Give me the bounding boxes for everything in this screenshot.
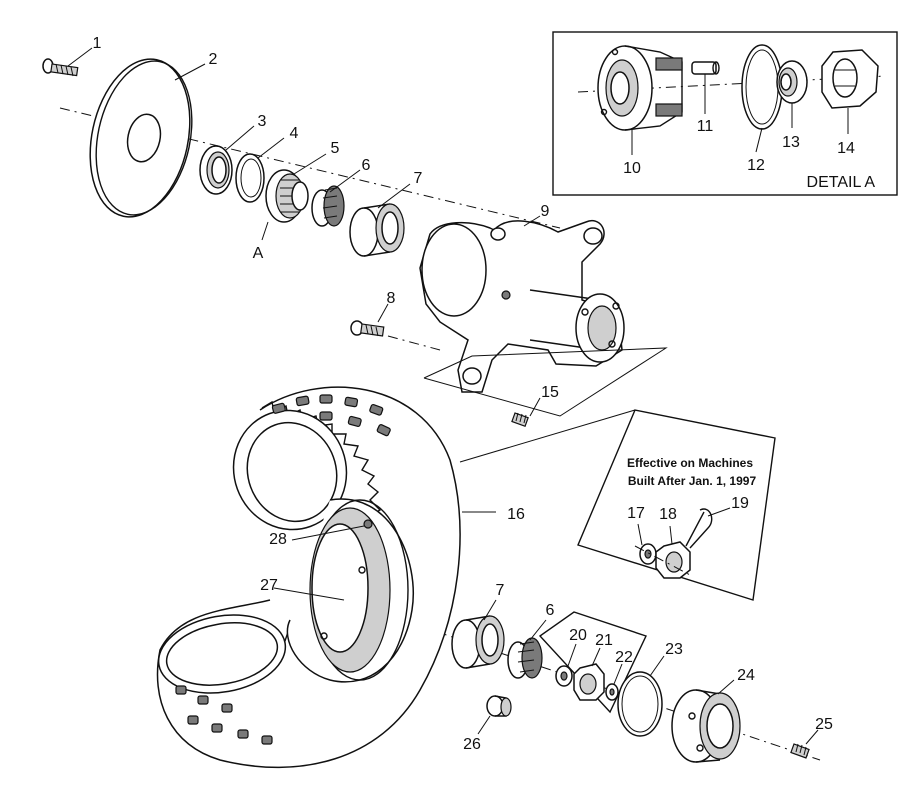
part-9-steering-knuckle — [419, 219, 625, 393]
callout-27: 27 — [260, 577, 278, 594]
part-7-bearing-race — [349, 203, 405, 257]
reference-marker-a: A — [253, 245, 264, 262]
detail-part-12 — [741, 44, 783, 130]
part-1-bolt — [42, 58, 79, 77]
part-3-seal — [199, 145, 233, 195]
callout-15: 15 — [541, 384, 559, 401]
detail-a-frame — [552, 31, 898, 196]
part-5-bearing-hub — [265, 169, 309, 223]
detail-part-13 — [776, 60, 808, 104]
callout-21: 21 — [595, 632, 613, 649]
callout-28: 28 — [269, 531, 287, 548]
detail-a-title: DETAIL A — [807, 174, 876, 191]
part-19-cotter-pin — [685, 508, 713, 549]
callout-8: 8 — [387, 290, 396, 307]
part-23-o-ring — [617, 671, 663, 737]
part-22-washer — [605, 683, 619, 701]
callout-13: 13 — [782, 134, 800, 151]
part-28-valve-stem — [363, 519, 373, 529]
callout-14: 14 — [837, 140, 855, 157]
callout-2: 2 — [209, 51, 218, 68]
callout-11: 11 — [697, 118, 714, 135]
callout-6: 6 — [362, 157, 371, 174]
detail-part-11 — [691, 61, 720, 75]
callout-9: 9 — [541, 203, 550, 220]
part-15-set-screw — [511, 412, 529, 428]
part-21-nut — [573, 663, 605, 701]
part-18-castle-nut — [655, 541, 691, 579]
callout-3: 3 — [258, 113, 267, 130]
callout-16: 16 — [507, 506, 525, 523]
callout-1: 1 — [93, 35, 102, 52]
detail-part-14 — [821, 49, 879, 109]
part-7-lower-race — [451, 615, 505, 669]
part-8-bolt — [350, 320, 441, 351]
upper-centerline — [59, 107, 561, 229]
knuckle-outline-plane — [423, 347, 668, 417]
part-6-lower-bearing — [507, 637, 543, 679]
callout-19: 19 — [731, 495, 749, 512]
callout-4: 4 — [290, 125, 299, 142]
note-line-2: Built After Jan. 1, 1997 — [628, 474, 757, 488]
note-frame — [577, 409, 776, 601]
callout-20: 20 — [569, 627, 587, 644]
callout-17: 17 — [627, 505, 645, 522]
callout-7-lower: 7 — [496, 582, 505, 599]
callout-25: 25 — [815, 716, 833, 733]
callout-5: 5 — [331, 140, 340, 157]
callout-10: 10 — [623, 160, 641, 177]
note-line-1: Effective on Machines — [627, 456, 753, 470]
callout-6-lower: 6 — [546, 602, 555, 619]
part-6-roller-bearing — [311, 185, 345, 227]
part-26-spacer — [486, 695, 512, 717]
part-2-brake-disc — [89, 58, 193, 218]
callout-26: 26 — [463, 736, 481, 753]
part-24-hub-cap — [671, 689, 741, 763]
callout-18: 18 — [659, 506, 677, 523]
callout-22: 22 — [615, 649, 633, 666]
callout-23: 23 — [665, 641, 683, 658]
part-4-ring — [235, 153, 265, 203]
callout-12: 12 — [747, 157, 765, 174]
detail-a-panel: 10 11 12 13 14 DETAIL A — [552, 31, 898, 196]
detail-part-10 — [597, 45, 683, 131]
callout-24: 24 — [737, 667, 755, 684]
part-25-bolt — [790, 743, 810, 759]
callout-7: 7 — [414, 170, 423, 187]
part-27-wheel — [286, 498, 414, 683]
note-panel: Effective on Machines Built After Jan. 1… — [577, 409, 776, 601]
